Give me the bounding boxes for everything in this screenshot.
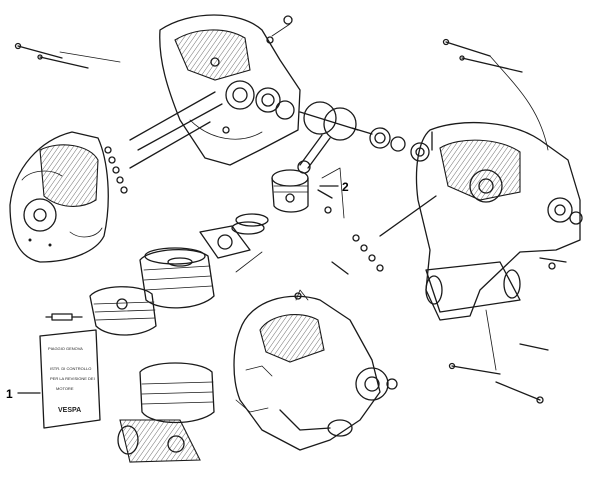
booklet-header: PIAGGIO GENOVA [48, 346, 83, 351]
piston [271, 169, 309, 213]
bolt-set-bottom-right [448, 257, 567, 404]
callout-2-label: 2 [342, 180, 349, 194]
spark-plug [45, 313, 83, 321]
booklet-line-1: ISTR. DI CONTROLLO [50, 366, 91, 371]
callout-1-label: 1 [6, 387, 13, 401]
flywheel-cover [9, 131, 109, 263]
piston-pin-clips [317, 167, 345, 219]
crankshaft [297, 101, 373, 174]
bolt-set-top-left [14, 42, 121, 69]
crankcase-left-half [159, 14, 301, 166]
bolt-set-top-right [442, 38, 549, 151]
assembled-engine [233, 289, 398, 451]
crankcase-right-half [415, 122, 583, 321]
booklet-line-2: PER LA REVISIONE DEI [50, 376, 95, 381]
cylinder-base-gasket [199, 225, 263, 273]
cylinder-head [89, 286, 157, 336]
piston-rings [231, 213, 269, 235]
bearing-set [369, 127, 433, 162]
washer-column-left [104, 146, 128, 194]
long-studs [129, 91, 223, 169]
booklet-line-3: MOTORE [56, 386, 74, 391]
assembled-cylinder-unit [117, 362, 215, 463]
manual-booklet: PIAGGIO GENOVA ISTR. DI CONTROLLO PER LA… [39, 329, 101, 429]
booklet-brand: VESPA [58, 407, 81, 414]
cylinder [139, 247, 215, 309]
washer-column-center [331, 195, 437, 275]
crankcase-top-bolts [266, 15, 293, 44]
